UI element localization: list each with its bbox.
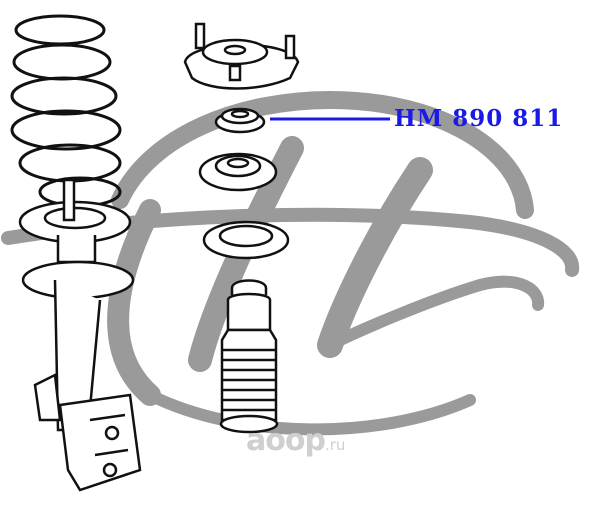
part-number-label: HM 890 811 — [394, 105, 564, 132]
watermark-text: aoop.ru — [246, 426, 345, 456]
watermark-tld: .ru — [324, 436, 346, 454]
bump-stop-dust-boot — [219, 279, 279, 434]
strut-assembly — [18, 178, 142, 492]
strut-bearing — [214, 107, 266, 134]
top-mount — [183, 22, 300, 90]
upper-spring-seat — [198, 152, 278, 192]
spring-isolator — [202, 220, 290, 260]
coil-spring — [10, 14, 122, 208]
watermark-brand: aoop — [246, 423, 326, 458]
